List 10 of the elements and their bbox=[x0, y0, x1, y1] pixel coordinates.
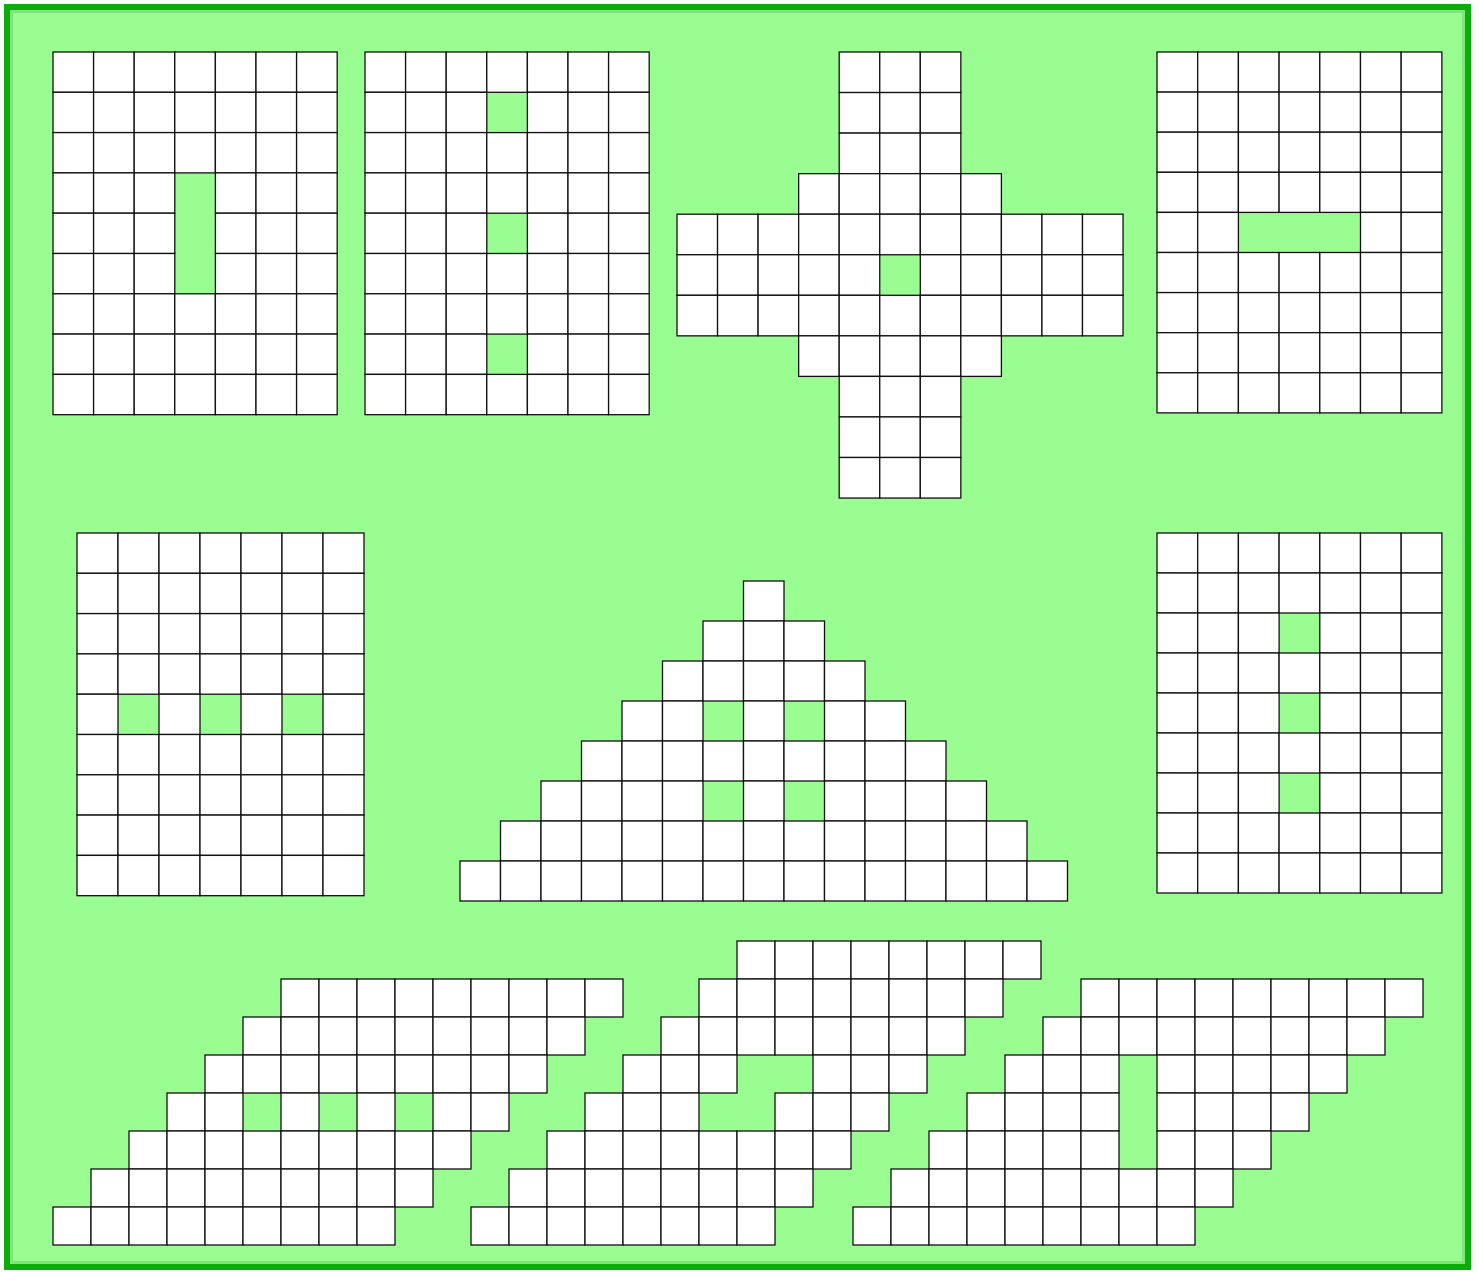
cell-grid-drawing bbox=[853, 979, 1423, 1245]
cell-grid-drawing bbox=[365, 52, 650, 415]
cell-grid-drawing bbox=[53, 979, 623, 1245]
cell-grid-drawing bbox=[677, 52, 1124, 499]
cell-grid-drawing bbox=[53, 52, 338, 415]
cell-grid-drawing bbox=[471, 941, 1041, 1245]
cell-grid-drawing bbox=[460, 581, 1068, 901]
cell-grid-drawing bbox=[1157, 533, 1442, 893]
cell-grid-drawing bbox=[77, 533, 364, 896]
cell-grid-drawing bbox=[1157, 52, 1442, 413]
